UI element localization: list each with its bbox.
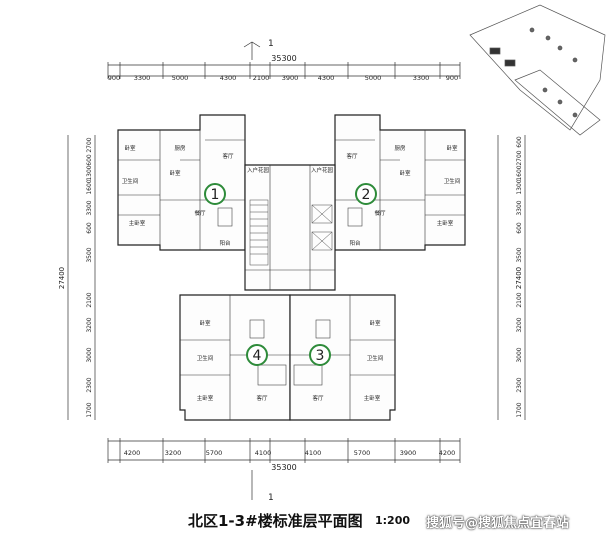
room-master-bedroom: 主卧室 (437, 219, 454, 227)
left-dim-3: 1600 (86, 179, 93, 194)
room-balcony: 阳台 (349, 239, 361, 247)
room-living: 客厅 (256, 394, 268, 402)
top-dim-2: 5000 (172, 74, 189, 82)
right-dim-5: 600 (516, 222, 523, 234)
bottom-dim-4: 4100 (305, 449, 322, 457)
bottom-dim-6: 3900 (400, 449, 417, 457)
room-dining: 餐厅 (374, 209, 386, 217)
left-dim-8: 3200 (86, 317, 93, 332)
room-bedroom: 卧室 (199, 319, 211, 327)
right-dim-11: 1700 (516, 402, 523, 417)
room-living: 客厅 (346, 152, 358, 160)
right-dim-0: 600 (516, 136, 523, 148)
room-bedroom: 卧室 (169, 169, 181, 177)
unit-badge-circle (309, 344, 331, 366)
right-dim-1: 2700 (516, 150, 523, 165)
room-bathroom: 卫生间 (197, 354, 214, 362)
left-dim-11: 1700 (86, 402, 93, 417)
room-kitchen: 厨房 (394, 144, 406, 152)
unit-badge-circle (355, 183, 377, 205)
room-bedroom: 卧室 (446, 144, 458, 152)
overall-width-top: 35300 (271, 54, 296, 63)
bottom-dim-7: 4200 (439, 449, 456, 457)
right-dim-2: 1600 (516, 165, 523, 180)
top-dim-5: 3900 (282, 74, 299, 82)
unit-badge-number: 2 (362, 187, 371, 203)
room-living: 客厅 (312, 394, 324, 402)
left-dim-4: 3300 (86, 200, 93, 215)
bottom-dim-5: 5700 (354, 449, 371, 457)
overall-width-bottom: 35300 (271, 463, 296, 472)
room-living: 客厅 (222, 152, 234, 160)
bottom-dim-1: 3200 (165, 449, 182, 457)
bottom-dim-0: 4200 (124, 449, 141, 457)
left-dim-2: 1300 (86, 165, 93, 180)
room-bathroom: 卫生间 (444, 177, 461, 185)
right-dim-3: 1300 (516, 179, 523, 194)
top-dim-9: 900 (446, 74, 458, 82)
room-bathroom: 卫生间 (122, 177, 139, 185)
room-bedroom: 卧室 (124, 144, 136, 152)
watermark-text: 搜狐号@搜狐焦点宜春站 (426, 516, 570, 531)
top-dimension-lines (67, 41, 526, 500)
right-dim-6: 3500 (516, 247, 523, 262)
unit-badge-number: 4 (253, 348, 262, 364)
section-mark-bottom: 1 (268, 493, 274, 503)
top-dim-1: 3300 (134, 74, 151, 82)
bottom-dim-2: 5700 (206, 449, 223, 457)
building-outline (117, 114, 466, 421)
room-kitchen: 厨房 (174, 144, 186, 152)
left-dim-5: 600 (86, 222, 93, 234)
stair-core (249, 199, 333, 266)
left-dim-1: 600 (86, 154, 93, 166)
top-dim-0: 900 (108, 74, 120, 82)
interior-walls (118, 130, 465, 420)
room-bathroom: 卫生间 (367, 354, 384, 362)
left-dim-0: 2700 (86, 137, 93, 152)
left-dim-9: 3000 (86, 347, 93, 362)
right-dim-4: 3300 (516, 200, 523, 215)
left-dim-6: 3500 (86, 247, 93, 262)
top-dim-7: 5000 (365, 74, 382, 82)
room-master-bedroom: 主卧室 (129, 219, 146, 227)
right-dim-9: 3000 (516, 347, 523, 362)
room-entry-hall: 入户花园 (247, 166, 270, 174)
top-dim-8: 3300 (413, 74, 430, 82)
unit-badge-circle (246, 344, 268, 366)
room-master-bedroom: 主卧室 (364, 394, 381, 402)
top-dimension-ticks (107, 62, 461, 463)
overall-height-right: 27400 (515, 267, 523, 289)
left-dim-10: 2300 (86, 377, 93, 392)
unit-badge-circle (204, 183, 226, 205)
bottom-dim-3: 4100 (255, 449, 272, 457)
right-dim-8: 3200 (516, 317, 523, 332)
top-dim-3: 4300 (220, 74, 237, 82)
right-dim-10: 2300 (516, 377, 523, 392)
unit-badge-number: 1 (211, 187, 220, 203)
drawing-scale: 1:200 (375, 514, 411, 527)
room-balcony: 阳台 (219, 239, 231, 247)
room-entry-hall: 入户花园 (311, 166, 334, 174)
section-mark-top: 1 (268, 39, 274, 49)
top-dim-6: 4300 (318, 74, 335, 82)
room-bedroom: 卧室 (369, 319, 381, 327)
unit-badge-number: 3 (316, 348, 325, 364)
top-dim-4: 2100 (253, 74, 270, 82)
right-dim-7: 2100 (516, 292, 523, 307)
room-dining: 餐厅 (194, 209, 206, 217)
room-master-bedroom: 主卧室 (197, 394, 214, 402)
drawing-title: 北区1-3#楼标准层平面图 (188, 512, 363, 530)
left-dim-7: 2100 (86, 292, 93, 307)
room-bedroom: 卧室 (399, 169, 411, 177)
site-key-plan (469, 4, 606, 136)
overall-height-left: 27400 (58, 267, 66, 289)
dining-tables (217, 207, 363, 386)
